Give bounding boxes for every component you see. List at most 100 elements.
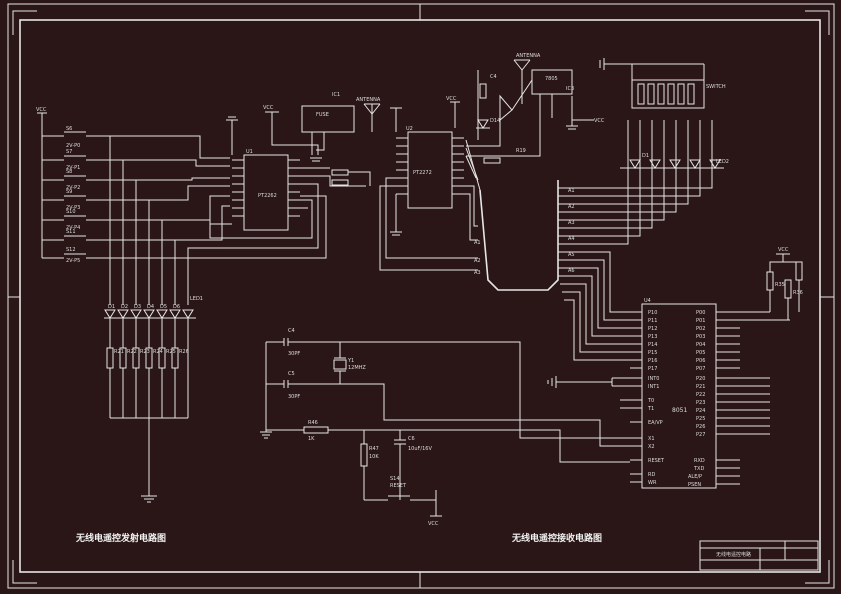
transmitter-caption: 无线电遥控发射电路图 [75,532,166,544]
svg-text:R26: R26 [179,349,189,355]
svg-text:P00: P00 [696,310,705,316]
key-switch: S6 [42,126,110,137]
svg-text:X2: X2 [648,444,655,450]
svg-text:P20: P20 [696,376,705,382]
key-switch: S7 [42,149,110,161]
mcu-ic: 8051 U4 P10 P11 P12 P13 P14 P15 P16 P17 … [547,298,790,489]
svg-text:R47: R47 [369,446,379,452]
svg-text:U1: U1 [246,149,253,155]
svg-text:RESET: RESET [648,458,665,464]
net-label: 2V-P2 [66,185,80,191]
svg-text:X1: X1 [648,436,655,442]
svg-text:A6: A6 [568,268,575,274]
svg-text:P01: P01 [696,318,705,324]
net-label: 2V-P4 [66,225,80,231]
svg-text:D1: D1 [108,304,115,310]
svg-text:R25: R25 [166,349,176,355]
svg-text:D6: D6 [173,304,180,310]
svg-text:ANTENNA: ANTENNA [516,53,541,59]
svg-text:R46: R46 [308,420,318,426]
receiver-caption: 无线电遥控接收电路图 [511,532,602,544]
svg-text:P10: P10 [648,310,657,316]
svg-text:S14: S14 [390,476,400,482]
svg-text:P07: P07 [696,366,705,372]
led-row: D1 D2 D3 D4 D5 D6 LED1 [104,296,203,319]
svg-text:R21: R21 [114,349,124,355]
svg-text:P27: P27 [696,432,705,438]
svg-text:P21: P21 [696,384,705,390]
svg-text:P14: P14 [648,342,657,348]
svg-text:P11: P11 [648,318,657,324]
svg-text:R22: R22 [127,349,137,355]
svg-text:S8: S8 [66,169,72,175]
svg-text:P05: P05 [696,350,705,356]
svg-text:S12: S12 [66,247,76,253]
svg-text:A1: A1 [568,188,575,194]
clock-reset-circuit: C4 30PF C5 30PF Y1 12MHZ R46 1K [260,328,630,527]
svg-text:S11: S11 [66,229,76,235]
key-switch: S10 [42,209,110,221]
decoder-ic: PT2272 U2 [379,107,478,271]
svg-text:RD: RD [648,472,655,478]
svg-text:S10: S10 [66,209,76,215]
svg-text:Y1: Y1 [347,358,354,364]
encoder-ic: PT2262 U1 [187,116,366,258]
svg-text:P03: P03 [696,334,705,340]
svg-text:10K: 10K [369,454,379,460]
svg-text:P17: P17 [648,366,657,372]
key-switch: S8 [42,169,110,181]
net-label: 2V-P5 [66,258,80,264]
svg-text:A2: A2 [568,204,575,210]
svg-text:VCC: VCC [778,247,789,253]
svg-text:INT0: INT0 [648,376,659,382]
svg-text:U2: U2 [406,126,413,132]
bus-net-label: A2 [474,258,481,264]
vcc-label-left: VCC [36,107,47,113]
svg-text:SWITCH: SWITCH [706,84,726,90]
svg-text:D14: D14 [490,118,500,124]
svg-text:VCC: VCC [446,96,457,102]
led-row-right: D1 LED2 [620,153,729,169]
svg-text:P04: P04 [696,342,705,348]
svg-text:C5: C5 [288,371,295,377]
svg-text:ALE/P: ALE/P [688,474,702,480]
key-switch: S12 [42,247,110,259]
svg-text:FUSE: FUSE [316,112,329,118]
svg-text:R36: R36 [793,290,803,296]
rf-module: FUSE IC1 [301,92,355,162]
svg-text:30PF: 30PF [288,394,300,400]
led1-label: LED1 [190,296,203,302]
svg-text:P02: P02 [696,326,705,332]
svg-text:D1: D1 [642,153,649,159]
svg-text:C4: C4 [490,74,497,80]
svg-text:TXD: TXD [693,466,704,472]
svg-text:A3: A3 [568,220,575,226]
svg-text:A5: A5 [568,252,575,258]
svg-text:10uF/16V: 10uF/16V [408,446,432,452]
svg-text:C6: C6 [408,436,415,442]
svg-text:D5: D5 [160,304,167,310]
svg-text:P13: P13 [648,334,657,340]
svg-text:T1: T1 [647,406,654,412]
title-block-text: 无线电遥控电路 [716,551,751,558]
svg-text:VCC: VCC [594,118,605,124]
svg-text:PT2262: PT2262 [258,193,277,199]
svg-text:S7: S7 [66,149,72,155]
svg-text:D4: D4 [147,304,154,310]
svg-text:P06: P06 [696,358,705,364]
antenna-icon: ANTENNA [356,97,381,132]
drawing-frame [7,3,835,589]
resistor [331,179,349,186]
svg-text:R19: R19 [516,148,526,154]
bus-net-label: A1 [474,240,481,246]
receiver-rf-module: 7805 IC3 VCC ANTENNA C4 D14 R19 [446,53,605,164]
dip-switch: SWITCH [599,58,726,109]
svg-text:INT1: INT1 [648,384,659,390]
svg-text:EA/VP: EA/VP [648,420,663,426]
svg-text:LED2: LED2 [716,159,729,165]
svg-text:C4: C4 [288,328,295,334]
svg-text:30PF: 30PF [288,351,300,357]
svg-text:12MHZ: 12MHZ [348,365,366,371]
